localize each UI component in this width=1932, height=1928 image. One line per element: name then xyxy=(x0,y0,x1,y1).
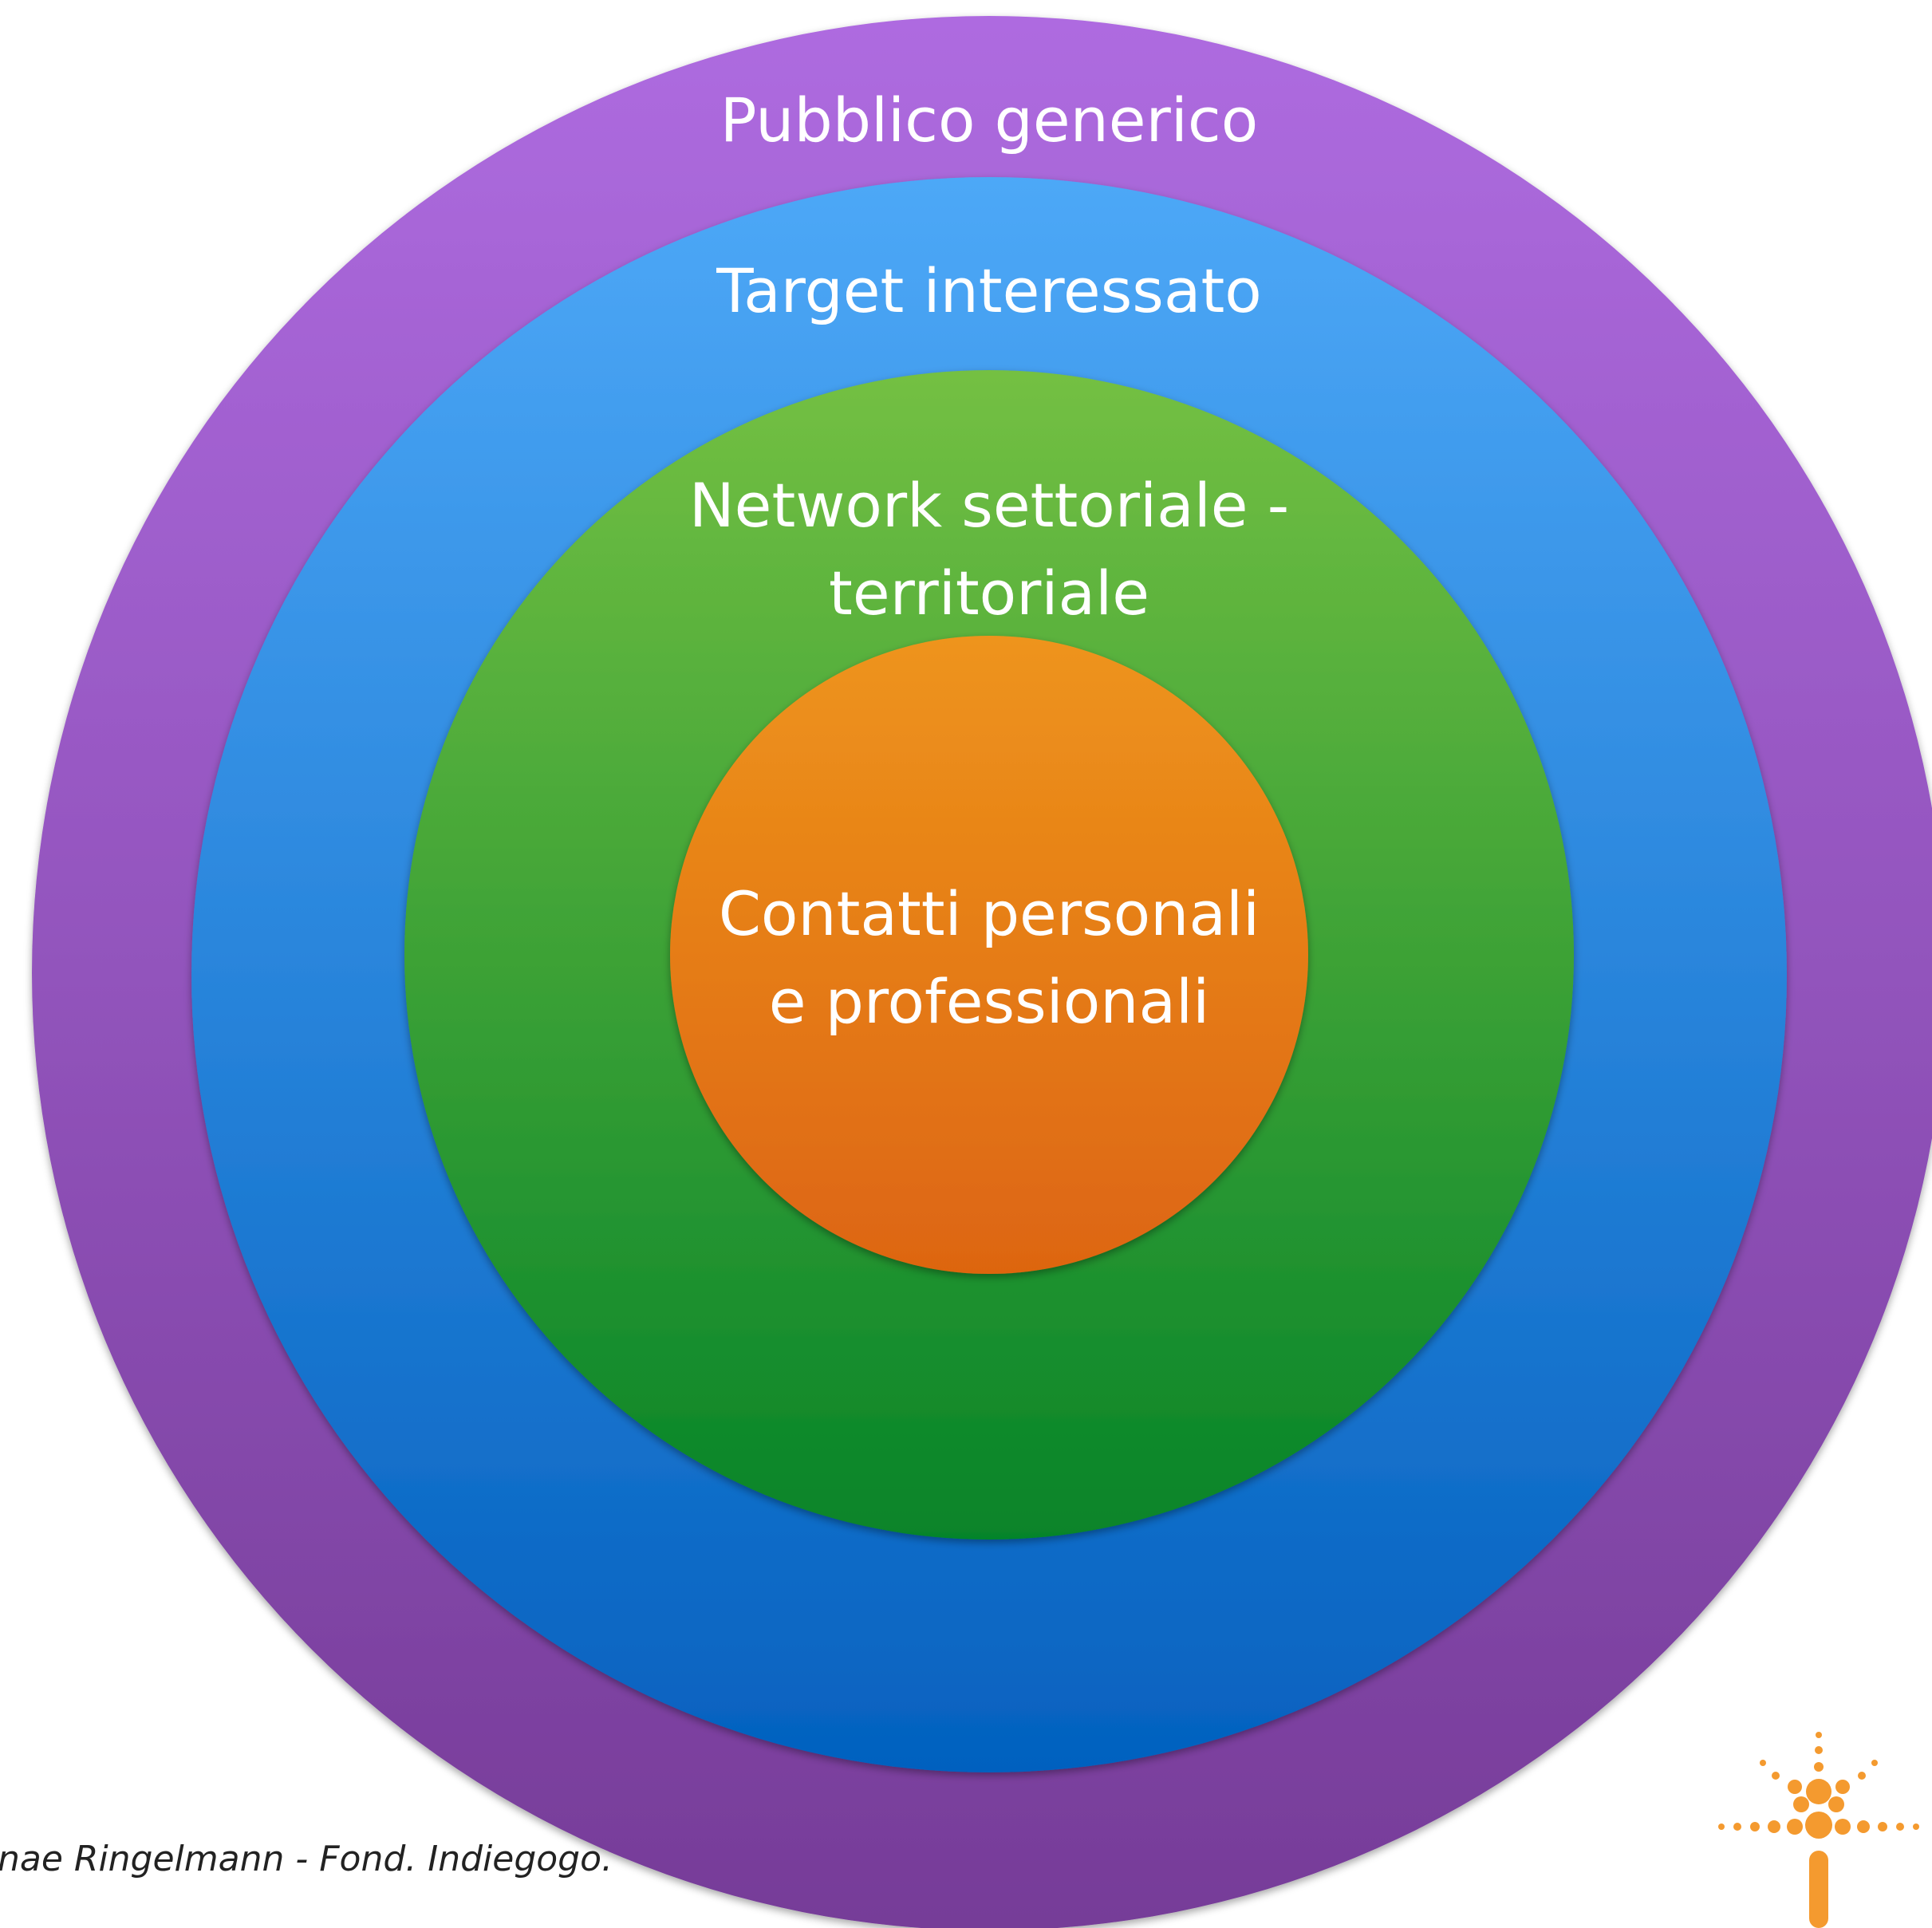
ring-network-label-line-2: territoriale xyxy=(829,558,1149,629)
ring-contatti-label-line-1: Contatti personali xyxy=(719,878,1260,949)
ring-contatti-shape xyxy=(670,636,1308,1274)
image-credit: anae Ringelmann - Fond. Indiegogo. xyxy=(0,1839,613,1879)
ring-target-interessato-label: Target interessato xyxy=(716,255,1262,326)
ring-pubblico-generico-label: Pubblico generico xyxy=(720,85,1258,156)
ring-network-label-line-1: Network settoriale - xyxy=(689,470,1289,541)
ring-contatti-personali-professionali: Contatti personali e professionali xyxy=(670,636,1308,1274)
ring-contatti-label-line-2: e professionali xyxy=(769,966,1210,1037)
indiegogo-logo-icon xyxy=(1718,1732,1919,1928)
